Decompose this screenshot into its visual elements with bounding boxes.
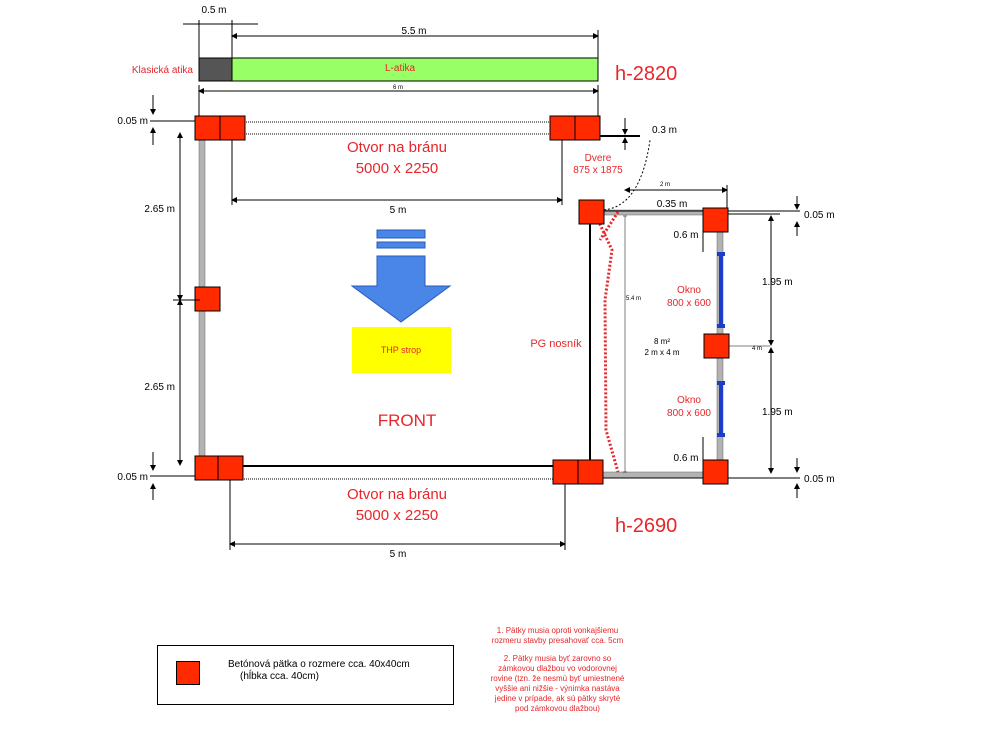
notes: 1. Pätky musia oproti vonkajšiemu rozmer… <box>470 626 645 722</box>
note-1: 1. Pätky musia oproti vonkajšiemu rozmer… <box>491 626 624 645</box>
footing <box>549 115 576 141</box>
legend-text: Betónová pätka o rozmere cca. 40x40cm (h… <box>228 659 443 683</box>
height-top: h-2820 <box>615 63 677 85</box>
thp-strop-label: THP strop <box>381 345 421 355</box>
door-swing <box>599 139 651 211</box>
dim-265-top: 2.65 m <box>144 204 175 215</box>
footing <box>578 199 605 225</box>
footing <box>194 455 221 481</box>
down-arrow-icon <box>350 229 452 323</box>
klasicka-atika-bar <box>198 57 233 82</box>
legend: Betónová pätka o rozmere cca. 40x40cm (h… <box>157 645 454 705</box>
footing <box>217 455 244 481</box>
okno-bottom-line1: Okno <box>677 395 701 406</box>
dim-005-tr: 0.05 m <box>804 210 835 221</box>
footing <box>194 115 221 141</box>
attic-group: 0.5 m 5.5 m Klasická atika L-atika 6 m <box>132 5 599 116</box>
dim-265-bottom: 2.65 m <box>144 382 175 393</box>
otvor-top-line2: 5000 x 2250 <box>356 160 439 177</box>
footings <box>194 115 730 485</box>
okno-top-line2: 800 x 600 <box>667 298 711 309</box>
footing <box>574 115 601 141</box>
dim-005-bl: 0.05 m <box>117 472 148 483</box>
area-line2: 2 m x 4 m <box>644 348 679 357</box>
dim-06m-bottom: 0.6 m <box>673 453 698 464</box>
footing <box>577 459 604 485</box>
dim-55m: 5.5 m <box>401 26 426 37</box>
pg-nosnik-label: PG nosník <box>530 338 582 350</box>
dim-4m: 4 m <box>752 346 762 352</box>
klasicka-atika-label: Klasická atika <box>132 65 194 76</box>
otvor-bottom-line2: 5000 x 2250 <box>356 507 439 524</box>
footing-swatch <box>176 661 200 685</box>
footing <box>702 207 729 233</box>
window-top <box>719 254 723 326</box>
dim-195-bottom: 1.95 m <box>762 407 793 418</box>
dimensions: 0.05 m 2.65 m 2.65 m 0.05 m 5 m 5 m 0.3 … <box>117 95 835 560</box>
otvor-bottom-line1: Otvor na bránu <box>347 486 447 503</box>
okno-bottom-line2: 800 x 600 <box>667 408 711 419</box>
window-bottom <box>719 383 723 435</box>
dim-2m: 2 m <box>660 182 670 188</box>
okno-top-line1: Okno <box>677 285 701 296</box>
dim-005-br: 0.05 m <box>804 474 835 485</box>
dim-035m: 0.35 m <box>657 199 688 210</box>
footing <box>702 459 729 485</box>
legend-line2: (hĺbka cca. 40cm) <box>240 671 319 682</box>
front-label: FRONT <box>378 411 437 430</box>
dim-06m-top: 0.6 m <box>673 230 698 241</box>
thp-strop-box <box>352 327 451 373</box>
dim-005-tl: 0.05 m <box>117 116 148 127</box>
dvere-line1: Dvere <box>585 153 612 164</box>
pg-beam-dotted <box>596 219 620 473</box>
footing <box>194 286 221 312</box>
height-bottom: h-2690 <box>615 515 677 537</box>
dim-195-top: 1.95 m <box>762 277 793 288</box>
dim-54m: 5.4 m <box>626 296 641 302</box>
dim-5m-top: 5 m <box>390 205 407 216</box>
dim-03m: 0.3 m <box>652 125 677 136</box>
dvere-line2: 875 x 1875 <box>573 165 623 176</box>
l-atika-bar <box>231 57 599 82</box>
note-2: 2. Pätky musia byť zarovno so zámkovou d… <box>490 654 625 713</box>
otvor-top-line1: Otvor na bránu <box>347 139 447 156</box>
dim-5m-bottom: 5 m <box>390 549 407 560</box>
area-line1: 8 m² <box>654 337 670 346</box>
legend-line1: Betónová pätka o rozmere cca. 40x40cm <box>228 659 410 670</box>
dim-05m-top: 0.5 m <box>201 5 226 16</box>
footing <box>219 115 246 141</box>
footing <box>552 459 579 485</box>
dim-6m: 6 m <box>393 85 403 91</box>
l-atika-label: L-atika <box>385 63 415 74</box>
footing <box>703 333 730 359</box>
